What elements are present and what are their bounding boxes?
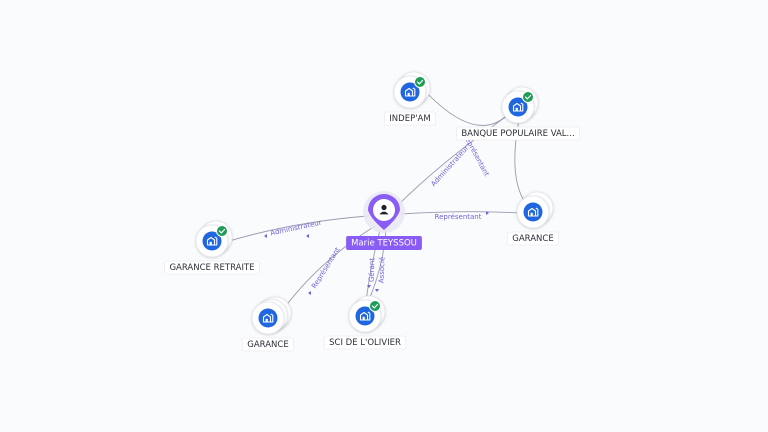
company-label: INDEP'AM [383, 111, 437, 126]
edge-arrow [486, 211, 489, 215]
company-label: GARANCE RETRAITE [164, 260, 260, 275]
edge-label: Administrateur [270, 219, 323, 238]
company-node-garance_b[interactable]: GARANCE [241, 296, 295, 352]
company-label: SCI DE L'OLIVIER [323, 335, 407, 350]
company-name: GARANCE RETRAITE [169, 263, 254, 273]
building-icon [508, 97, 528, 117]
verified-check-icon [216, 225, 228, 237]
company-name: GARANCE [512, 234, 553, 244]
building-icon [258, 308, 278, 328]
building-icon [355, 306, 375, 326]
company-node-indepam[interactable]: INDEP'AM [383, 71, 437, 126]
edge-arrow [264, 234, 267, 238]
person-node[interactable]: Marie TEYSSOU [346, 191, 422, 250]
edge-arrow [375, 289, 379, 292]
verified-check-icon [414, 76, 426, 88]
company-name: GARANCE [247, 340, 288, 350]
edge-label: Représentant [310, 246, 342, 290]
building-icon [202, 231, 222, 251]
edge-arrow [306, 234, 309, 238]
verified-check-icon [522, 91, 534, 103]
edge-e_garance_r[interactable]: Représentant [400, 211, 521, 221]
company-node-sci[interactable]: SCI DE L'OLIVIER [323, 295, 407, 350]
verified-check-icon [369, 300, 381, 312]
company-label: BANQUE POPULAIRE VAL... [456, 126, 580, 141]
edge-label: Associé [378, 257, 387, 284]
edge-arrow [367, 285, 371, 288]
building-icon [400, 82, 420, 102]
company-name: BANQUE POPULAIRE VAL... [461, 129, 574, 139]
edge-label: Administrateur [430, 144, 471, 188]
building-icon [523, 202, 543, 222]
company-node-banque[interactable]: BANQUE POPULAIRE VAL... [456, 86, 580, 141]
company-node-garance_retraite[interactable]: GARANCE RETRAITE [164, 220, 260, 275]
edge-label: Gérant [368, 258, 377, 283]
company-name: INDEP'AM [389, 114, 430, 124]
person-pin [368, 194, 400, 230]
person-icon [379, 204, 389, 215]
nodes-layer: INDEP'AM BANQUE POPULAIRE VAL... GARANCE GA… [164, 71, 580, 352]
company-label: GARANCE [506, 231, 560, 246]
edge-arrow [308, 291, 311, 295]
person-name: Marie TEYSSOU [351, 239, 417, 249]
edge-label: Représentant [435, 213, 482, 221]
company-node-garance_r[interactable]: GARANCE [506, 191, 560, 246]
company-name: SCI DE L'OLIVIER [329, 338, 401, 348]
edge-e_indep_banque[interactable] [421, 87, 511, 126]
company-label: GARANCE [241, 337, 295, 352]
person-label: Marie TEYSSOU [346, 236, 422, 250]
